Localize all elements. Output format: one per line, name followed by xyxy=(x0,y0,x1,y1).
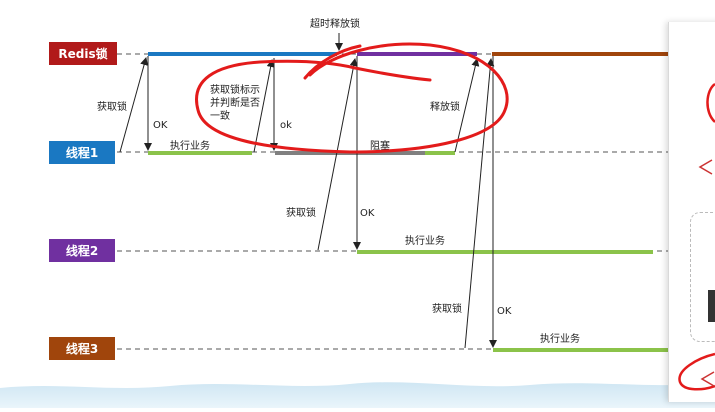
side-chevron-icon xyxy=(698,159,713,175)
lane-thread1-label: 线程1 xyxy=(49,141,115,164)
thread3-acquire-arrow xyxy=(464,58,495,349)
thread1-ok2-label: ok xyxy=(280,120,292,131)
thread1-ok-label: OK xyxy=(153,120,168,131)
blocked-label: 阻塞 xyxy=(370,139,390,152)
side-card-element xyxy=(708,290,715,322)
thread3-ok-label: OK xyxy=(497,306,512,317)
lane-thread2-label: 线程2 xyxy=(49,239,115,262)
check-label-line3: 一致 xyxy=(210,109,230,122)
thread3-acquire-label: 获取锁 xyxy=(432,302,462,315)
redis-bar-thread2 xyxy=(357,52,477,56)
lane-thread3-label: 线程3 xyxy=(49,337,115,360)
thread1-exec-label: 执行业务 xyxy=(170,139,210,152)
thread1-check-arrow xyxy=(253,59,275,153)
red-annotation xyxy=(195,42,509,154)
check-label-line2: 并判断是否 xyxy=(210,96,260,109)
thread2-acquire-label: 获取锁 xyxy=(286,206,316,219)
thread2-exec-bar xyxy=(357,250,653,254)
lane-redis-label: Redis锁 xyxy=(49,42,117,65)
thread1-release-arrow xyxy=(454,58,480,153)
thread3-exec-label: 执行业务 xyxy=(540,332,580,345)
redis-bar-thread3 xyxy=(492,52,668,56)
release-label: 释放锁 xyxy=(430,100,460,113)
thread1-acquire-arrow xyxy=(119,57,148,153)
side-red-arc-bottom xyxy=(678,352,715,391)
thread2-acquire-arrow xyxy=(317,58,358,251)
timeout-label: 超时释放锁 xyxy=(310,17,360,30)
redis-bar-thread1 xyxy=(148,52,337,56)
thread2-exec-label: 执行业务 xyxy=(405,234,445,247)
thread1-acquire-label: 获取锁 xyxy=(97,100,127,113)
side-red-arc-top xyxy=(706,82,715,123)
thread1-exec-bar xyxy=(148,151,252,155)
check-label-line1: 获取锁标示 xyxy=(210,83,260,96)
bottom-wave xyxy=(0,382,715,408)
thread3-exec-bar xyxy=(493,348,668,352)
thread1-release-bar xyxy=(425,151,455,155)
side-panel-marks xyxy=(678,82,715,391)
thread2-ok-label: OK xyxy=(360,208,375,219)
side-chevron-icon-2 xyxy=(700,371,715,387)
timelines xyxy=(117,53,668,350)
side-card xyxy=(690,212,715,342)
